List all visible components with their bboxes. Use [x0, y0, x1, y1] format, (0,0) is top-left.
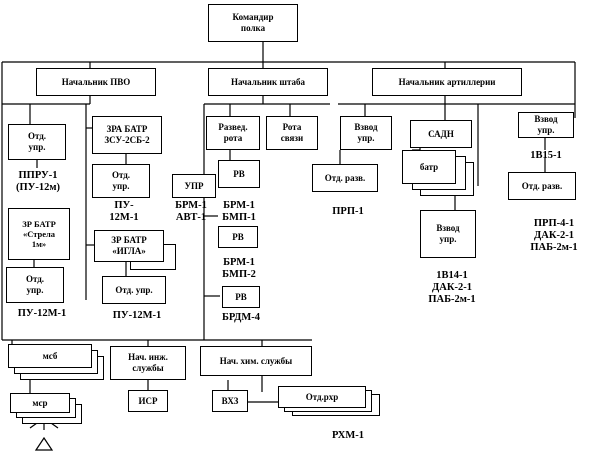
control-dept-box[interactable]: Отд. упр. [92, 164, 150, 198]
commander-box[interactable]: Командир полка [208, 4, 298, 42]
equipment-label: ППРУ-1 (ПУ-12м) [15, 170, 60, 193]
equipment-label: БРМ-1 БМП-2 [222, 257, 256, 280]
control-dept-box[interactable]: Отд. упр. [8, 124, 66, 160]
equipment-label: ПУ-12М-1 [112, 310, 162, 321]
battery-box[interactable]: батр [402, 150, 456, 184]
equipment-label: 1В14-1 ДАК-2-1 ПАБ-2м-1 [428, 270, 476, 305]
chemical-chief-box[interactable]: Нач. хим. службы [200, 346, 312, 376]
isr-box[interactable]: ИСР [128, 390, 168, 412]
msb-box[interactable]: мсб [8, 344, 92, 368]
recon-company-box[interactable]: Развед. рота [206, 116, 260, 150]
control-platoon-box[interactable]: Взвод упр. [340, 116, 392, 150]
equipment-label: БРМ-1 АВТ-1 [175, 200, 207, 223]
sadn-box[interactable]: САДН [410, 120, 472, 148]
recon-dept-box[interactable]: Отд. разв. [312, 164, 378, 192]
signal-company-box[interactable]: Рота связи [266, 116, 318, 150]
equipment-label: ПРП-4-1 ДАК-2-1 ПАБ-2м-1 [530, 218, 578, 253]
air-defense-chief-box[interactable]: Начальник ПВО [36, 68, 156, 96]
rv-box[interactable]: РВ [218, 226, 258, 248]
control-dept-box[interactable]: Отд. упр. [6, 267, 64, 303]
rv-box[interactable]: РВ [222, 286, 260, 308]
equipment-label: ПРП-1 [332, 206, 364, 217]
equipment-label: БРМ-1 БМП-1 [222, 200, 256, 223]
msr-box[interactable]: мср [10, 393, 70, 413]
equipment-label: РХМ-1 [331, 430, 365, 441]
chief-of-staff-box[interactable]: Начальник штаба [208, 68, 328, 96]
equipment-label: ПУ- 12М-1 [109, 200, 139, 223]
upr-box[interactable]: УПР [172, 174, 216, 198]
rv-box[interactable]: РВ [218, 160, 260, 188]
equipment-label: ПУ-12М-1 [17, 308, 67, 319]
zra-battery-box[interactable]: ЗРА БАТР ЗСУ-2СБ-2 [92, 116, 162, 154]
vhz-box[interactable]: ВХЗ [212, 390, 248, 412]
platoon-control-right-box[interactable]: Взвод упр. [518, 112, 574, 138]
artillery-chief-box[interactable]: Начальник артиллерии [372, 68, 522, 96]
rhr-dept-box[interactable]: Отд.рхр [278, 386, 366, 408]
zr-battery-igla-box[interactable]: ЗР БАТР «ИГЛА» [94, 230, 164, 262]
equipment-label: 1В15-1 [530, 150, 562, 161]
platoon-control-battery-box[interactable]: Взвод упр. [420, 210, 476, 258]
control-dept-box[interactable]: Отд. упр. [102, 276, 166, 304]
equipment-label: БРДМ-4 [221, 312, 261, 323]
zr-battery-strela-box[interactable]: ЗР БАТР «Стрела 1м» [8, 208, 70, 260]
recon-dept-box[interactable]: Отд. разв. [508, 172, 576, 200]
engineer-chief-box[interactable]: Нач. инж. службы [110, 346, 186, 380]
